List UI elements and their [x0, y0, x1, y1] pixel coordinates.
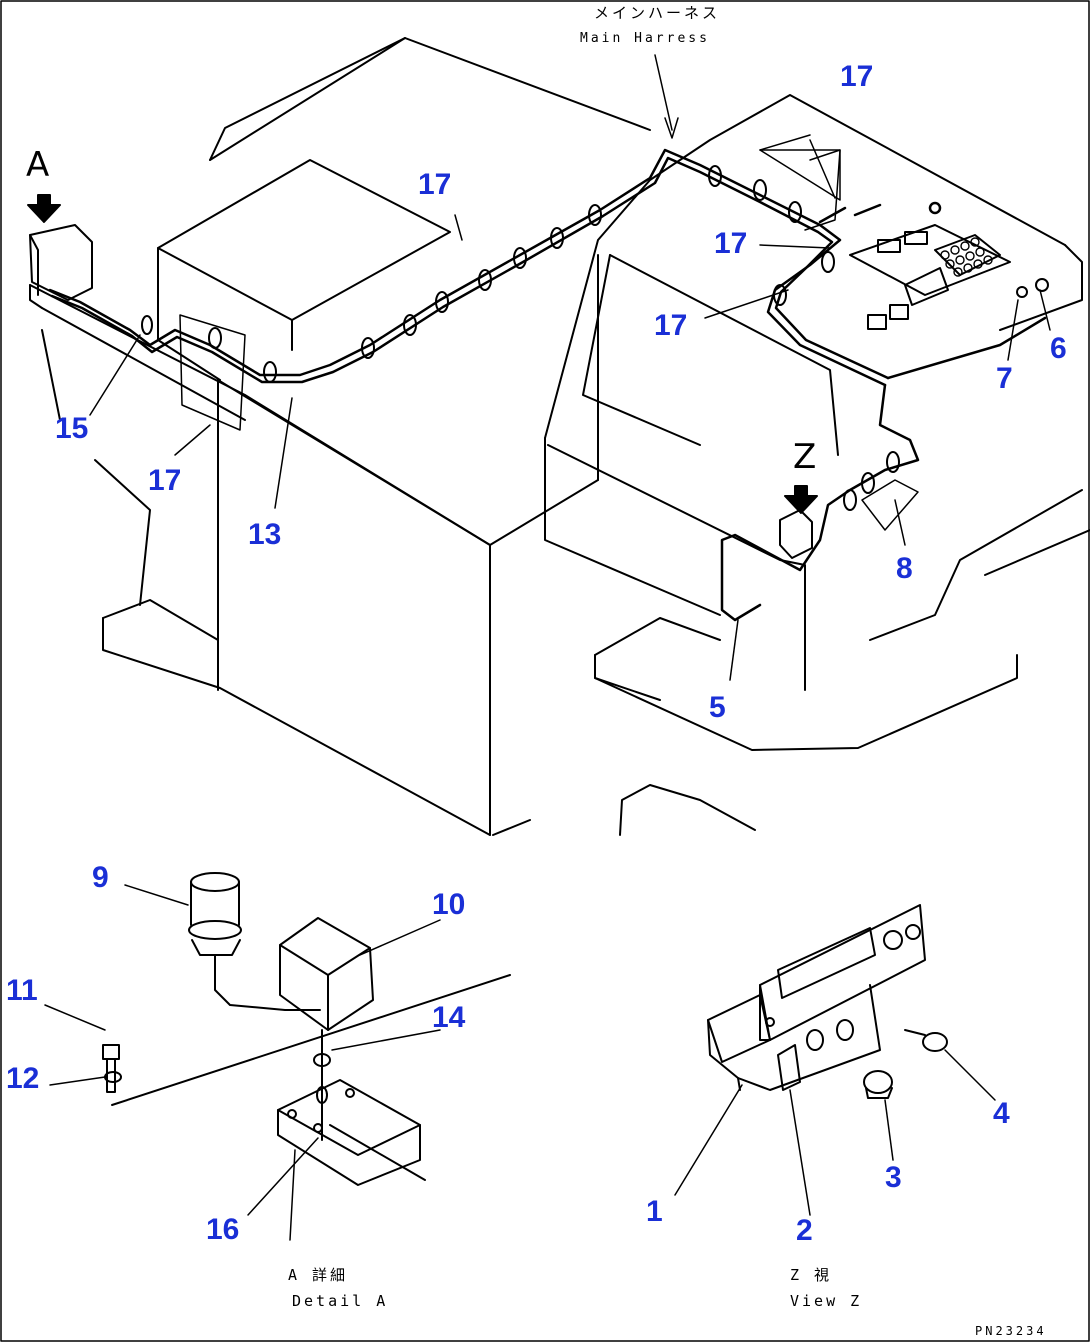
callout-14: 14	[432, 1001, 466, 1034]
callout-15: 15	[55, 412, 89, 445]
main-harness-en: Main Harress	[580, 31, 710, 46]
view-z-bracket	[779, 509, 813, 559]
view-a-letter: A	[26, 145, 50, 185]
view-arrows	[27, 194, 818, 514]
detail-a-jp: A 詳細	[288, 1266, 349, 1284]
callout-6: 6	[1050, 332, 1067, 365]
main-harness-route	[48, 148, 1047, 622]
harness-clamps	[141, 165, 900, 511]
callout-7: 7	[996, 362, 1013, 395]
callout-16: 16	[206, 1213, 240, 1246]
view-z-letter: Z	[793, 437, 817, 477]
view-z-en: View Z	[790, 1292, 863, 1310]
view-z-drawing	[674, 904, 996, 1216]
callout-17-b: 17	[418, 168, 452, 201]
view-a-bracket	[29, 224, 93, 301]
detail-a-en: Detail A	[292, 1292, 389, 1310]
callout-11: 11	[6, 974, 38, 1007]
leader-lines	[89, 54, 1051, 681]
main-harness-jp: メインハーネス	[594, 4, 721, 22]
callout-17-e: 17	[148, 464, 182, 497]
callout-2: 2	[796, 1214, 813, 1247]
detail-a-drawing	[44, 872, 511, 1241]
callout-8: 8	[896, 552, 913, 585]
callout-12: 12	[6, 1062, 40, 1095]
drawing-code: PN23234	[975, 1324, 1047, 1338]
callout-1: 1	[646, 1195, 663, 1228]
view-z-jp: Z 視	[790, 1266, 833, 1284]
callout-13: 13	[248, 518, 282, 551]
callout-4: 4	[993, 1097, 1010, 1130]
callout-17-d: 17	[654, 309, 688, 342]
callout-17-a: 17	[840, 60, 874, 93]
fuse-box-and-relays	[849, 224, 1049, 330]
callout-10: 10	[432, 888, 466, 921]
cab-and-body-outline	[29, 37, 1090, 836]
callout-3: 3	[885, 1161, 902, 1194]
callout-5: 5	[709, 691, 726, 724]
callout-9: 9	[92, 861, 109, 894]
callout-17-c: 17	[714, 227, 748, 260]
harness-tags	[179, 149, 919, 531]
